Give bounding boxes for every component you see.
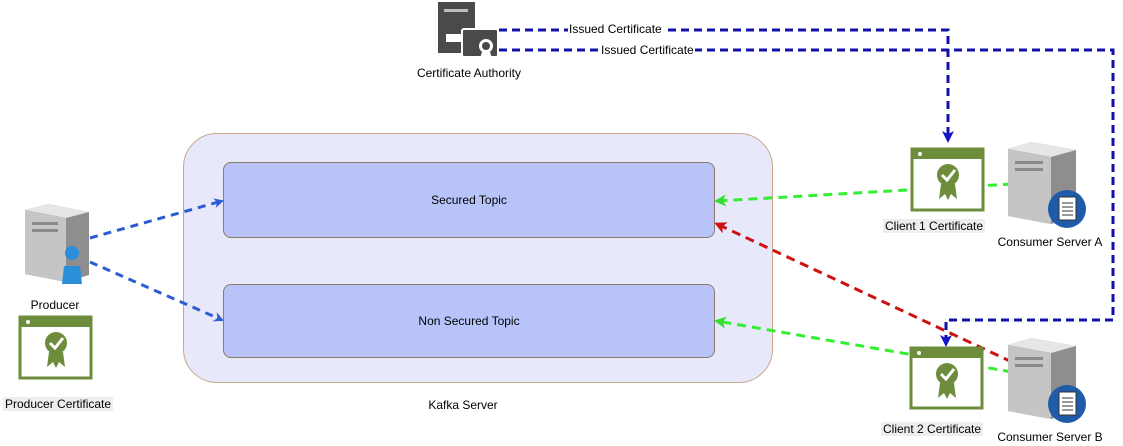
consumer-a-label: Consumer Server A (997, 235, 1103, 249)
issued-cert-edge-client2 (499, 48, 1115, 347)
producer-to-secured-edge (89, 198, 224, 240)
issued-certificate-label-2: Issued Certificate (600, 43, 695, 57)
client1-certificate-icon (910, 147, 985, 212)
producer-to-nonsecured-edge (89, 260, 224, 322)
producer-certificate-text: Producer Certificate (3, 397, 114, 411)
consumer-b-label: Consumer Server B (997, 430, 1103, 444)
consumer-b-to-secured-denied-edge (714, 222, 1013, 364)
producer-certificate-label: Producer Certificate (3, 397, 114, 411)
certificate-authority-icon (438, 2, 499, 59)
secured-topic-label: Secured Topic (431, 193, 507, 207)
client1-certificate-label: Client 1 Certificate (883, 219, 986, 233)
kafka-server-label: Kafka Server (428, 398, 498, 412)
issued-certificate-label-1: Issued Certificate (568, 22, 663, 36)
client2-certificate-icon (909, 346, 984, 410)
consumer-b-server-icon (1008, 338, 1086, 423)
client2-certificate-text: Client 2 Certificate (881, 422, 984, 436)
issued-cert-edge-client1 (499, 28, 954, 143)
non-secured-topic-label: Non Secured Topic (418, 314, 520, 328)
secured-topic[interactable]: Secured Topic (223, 162, 715, 238)
client2-certificate-label: Client 2 Certificate (881, 422, 984, 436)
client1-certificate-text: Client 1 Certificate (883, 219, 986, 233)
producer-server-icon (25, 204, 89, 284)
producer-label: Producer (30, 298, 80, 312)
consumer-a-server-icon (1008, 142, 1086, 228)
non-secured-topic[interactable]: Non Secured Topic (223, 284, 715, 358)
producer-certificate-icon (18, 315, 93, 380)
certificate-authority-label: Certificate Authority (416, 66, 522, 80)
